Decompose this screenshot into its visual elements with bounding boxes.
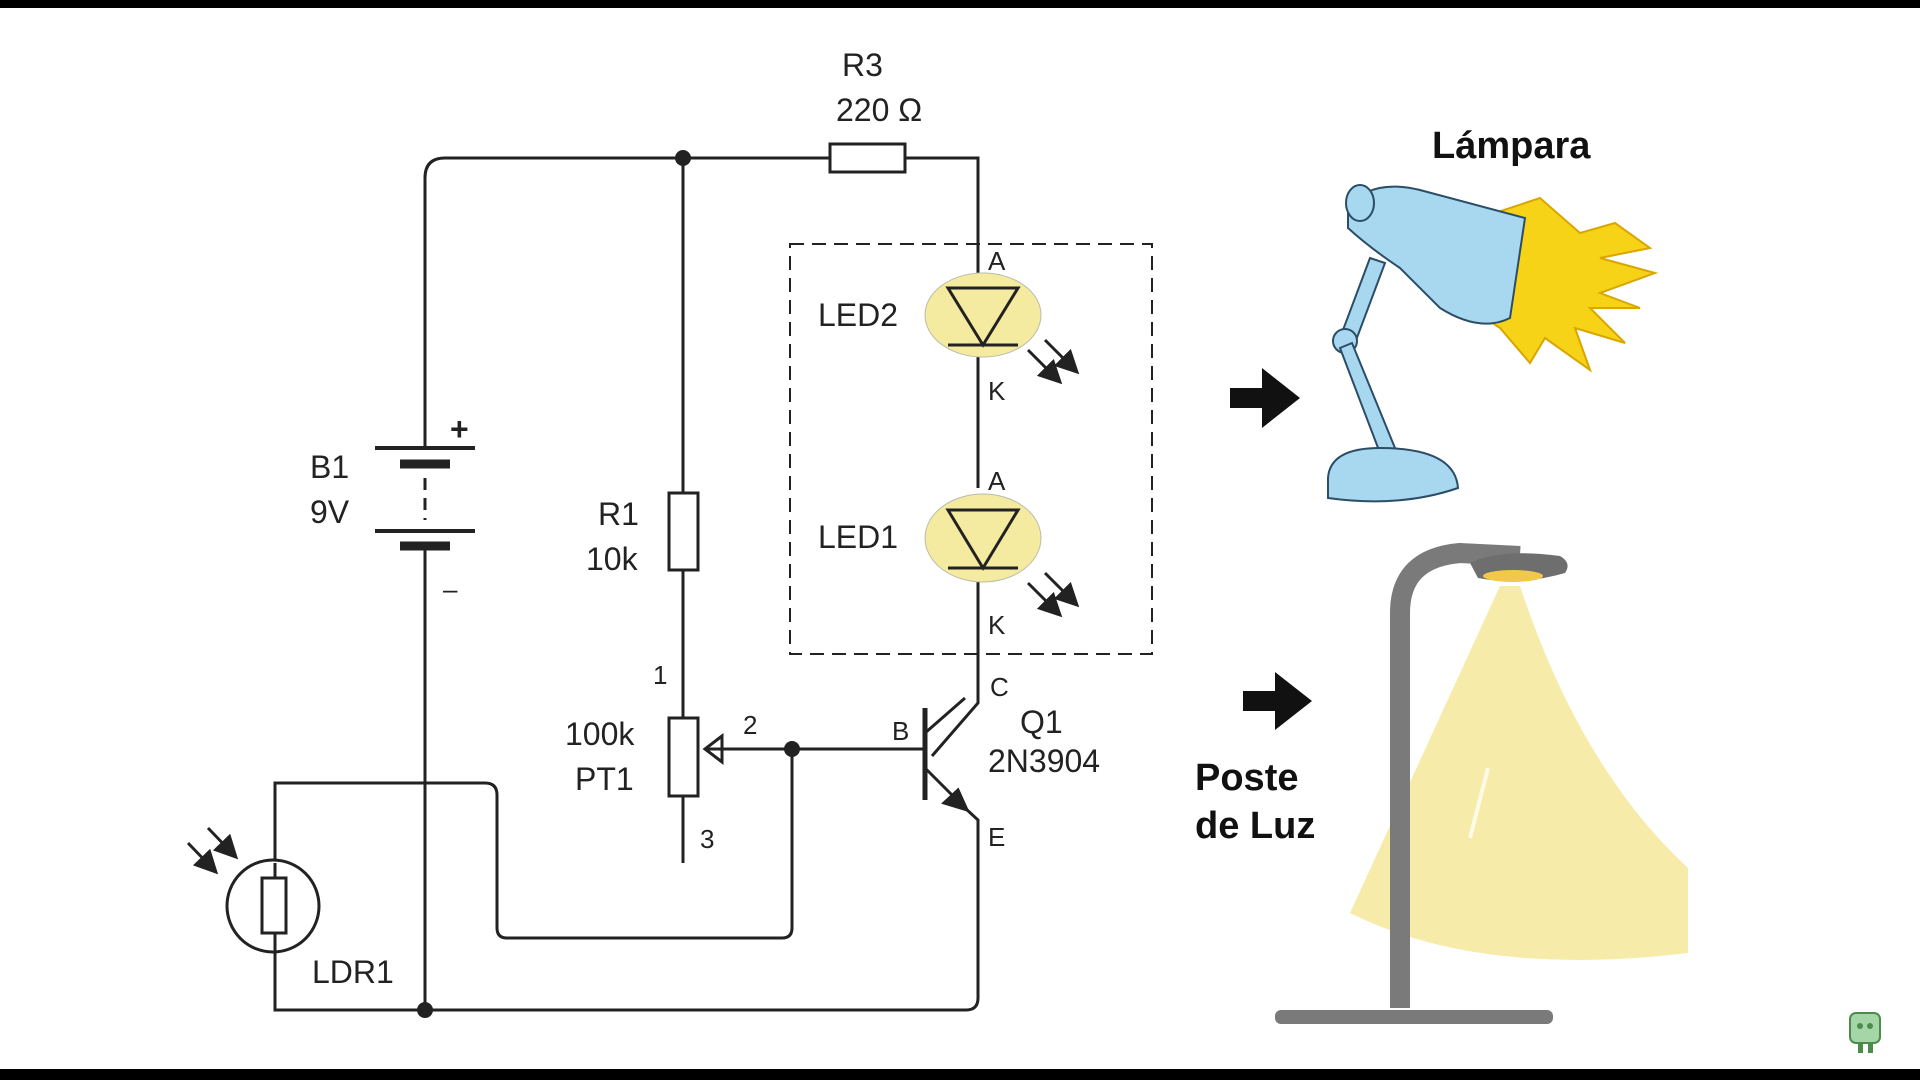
led2-name: LED2 — [818, 297, 898, 333]
streetlight-label-line2: de Luz — [1195, 805, 1315, 847]
r1-name: R1 — [598, 496, 639, 532]
led1-anode: A — [988, 466, 1006, 496]
led2-diode — [924, 272, 1080, 385]
arrow-right-icon — [1243, 672, 1312, 730]
q1-collector: C — [990, 672, 1009, 702]
streetlight-label-line1: Poste — [1195, 757, 1298, 799]
battery-plus: + — [450, 411, 469, 447]
pt1-pin3: 3 — [700, 824, 714, 854]
r1-value: 10k — [586, 541, 639, 577]
led-enclosure-dashed-box — [789, 243, 1153, 655]
junction-dot-bottom — [417, 1002, 433, 1018]
r3-name: R3 — [842, 47, 883, 83]
led1-name: LED1 — [818, 519, 898, 555]
b1-name: B1 — [310, 449, 349, 485]
pt1-potentiometer — [667, 716, 700, 798]
pt1-pin2: 2 — [743, 710, 757, 740]
b1-value: 9V — [310, 494, 350, 530]
pt1-name: PT1 — [575, 761, 634, 797]
led2-cathode: K — [988, 376, 1006, 406]
battery-b1 — [375, 446, 475, 551]
street-light-illustration — [1275, 542, 1688, 1024]
pt1-value: 100k — [565, 716, 635, 752]
pt1-wiper — [702, 732, 724, 766]
robot-mascot-icon — [1849, 1012, 1881, 1053]
q1-name: Q1 — [1020, 704, 1063, 740]
lamp-label: Lámpara — [1432, 125, 1591, 167]
q1-emitter: E — [988, 822, 1005, 852]
battery-minus: – — [443, 574, 458, 604]
q1-base: B — [892, 716, 909, 746]
wires — [273, 156, 980, 1012]
r3-value: 220 Ω — [836, 92, 922, 128]
ldr1-name: LDR1 — [312, 954, 394, 990]
q1-part: 2N3904 — [988, 743, 1100, 779]
led1-diode — [924, 493, 1080, 618]
led2-anode: A — [988, 246, 1006, 276]
ldr1-photoresistor — [186, 826, 321, 1010]
pt1-pin1: 1 — [653, 660, 667, 690]
r3-resistor — [828, 142, 907, 174]
diagram-canvas: R3 220 Ω + – B1 9V R1 10k 1 2 3 100k PT1… — [0, 8, 1920, 1069]
circuit-schematic: R3 220 Ω + – B1 9V R1 10k 1 2 3 100k PT1… — [186, 47, 1881, 1053]
arrow-right-icon — [1230, 368, 1300, 428]
transistor-q1 — [922, 696, 970, 813]
junction-dot-top — [675, 150, 691, 166]
led1-cathode: K — [988, 610, 1006, 640]
desk-lamp-illustration — [1327, 184, 1659, 503]
r1-resistor — [667, 491, 700, 572]
junction-dot-base — [784, 741, 800, 757]
